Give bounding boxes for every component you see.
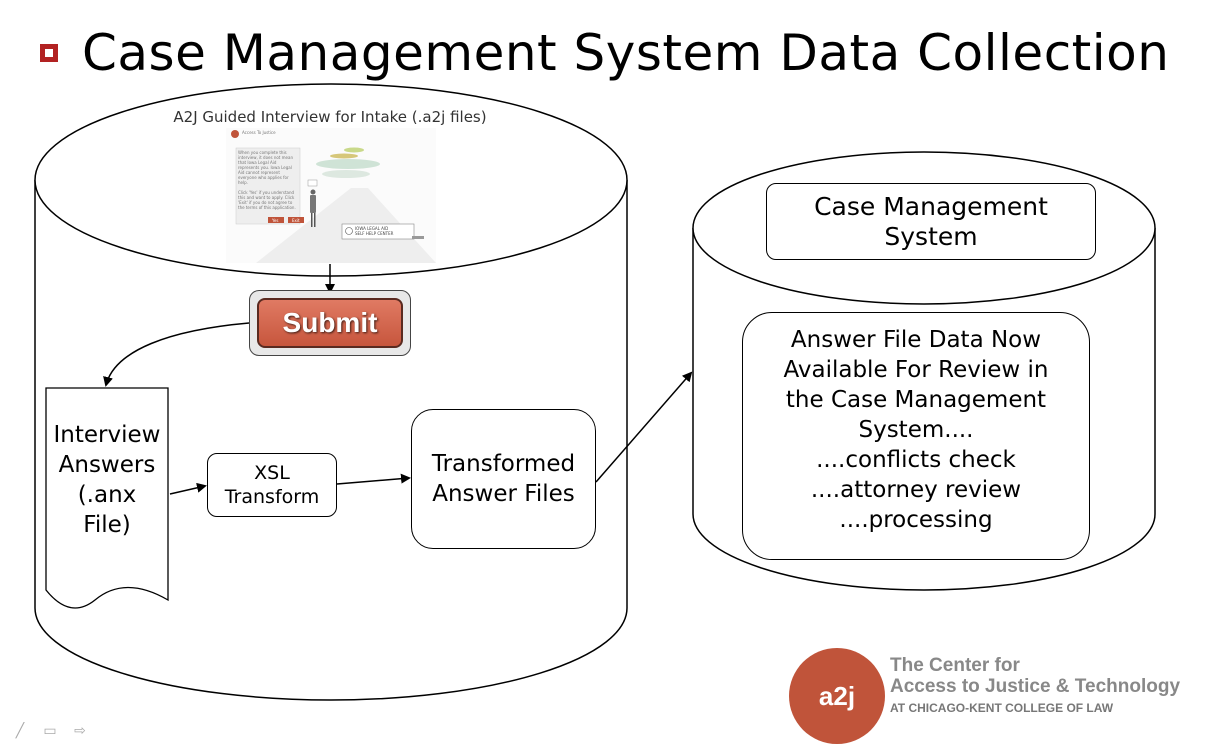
pen-icon[interactable]: ╱	[15, 723, 25, 739]
submit-frame: Submit	[249, 290, 411, 356]
logo-text-line2: Access to Justice & Technology	[890, 676, 1181, 697]
a2j-logo: a2j	[789, 648, 885, 744]
screenshot-body: When you complete this interview, it doe…	[238, 150, 296, 210]
case-management-system-box: Case Management System	[766, 183, 1096, 260]
screenshot-sign: IOWA LEGAL AID SELF HELP CENTER	[355, 226, 394, 236]
screenshot-exit-button: Exit	[292, 218, 300, 223]
arrow-document-to-xsl	[169, 482, 207, 495]
interview-answers-label: Interview Answers (.anx File)	[53, 422, 161, 538]
screenshot-illustration	[231, 130, 436, 263]
interview-answers-document	[45, 387, 169, 609]
title-text: Case Management System Data Collection	[82, 24, 1170, 82]
arrow-transformed-to-cms	[595, 371, 693, 483]
logo-text-line1: The Center for	[890, 655, 1020, 676]
submit-button[interactable]: Submit	[257, 298, 403, 348]
interview-screenshot: Access To Justice When you complete this…	[226, 128, 436, 263]
menu-icon[interactable]: ▭	[43, 723, 57, 739]
screenshot-yes-button: Yes	[272, 218, 279, 223]
slide-title: Case Management System Data Collection	[40, 18, 1169, 88]
slide-controls: ╱ ▭ ⇨	[10, 723, 90, 739]
arrow-submit-to-document	[103, 322, 250, 387]
answer-file-data-box: Answer File Data Now Available For Revie…	[742, 312, 1090, 560]
next-arrow-icon[interactable]: ⇨	[74, 723, 86, 739]
xsl-transform-box: XSL Transform	[207, 453, 337, 517]
interview-caption: A2J Guided Interview for Intake (.a2j fi…	[173, 108, 487, 126]
title-bullet-icon	[40, 44, 58, 62]
screenshot-header: Access To Justice	[242, 130, 276, 135]
arrow-xsl-to-transformed	[336, 473, 411, 485]
logo-text-line3: AT CHICAGO-KENT COLLEGE OF LAW	[890, 701, 1114, 715]
transformed-answer-files-box: Transformed Answer Files	[411, 409, 596, 549]
